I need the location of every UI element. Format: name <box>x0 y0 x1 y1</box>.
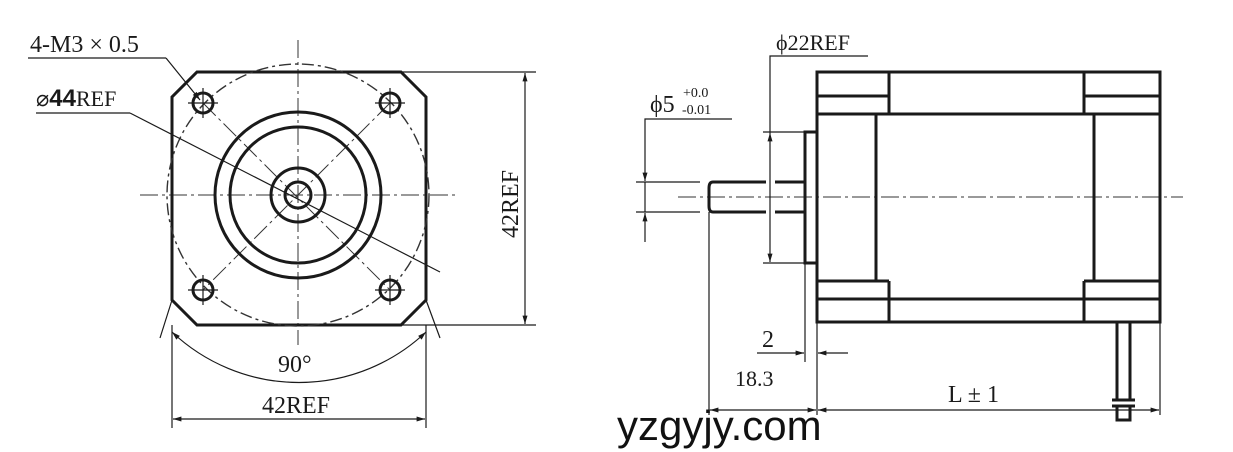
width-label: 42REF <box>262 393 330 419</box>
thread-leader <box>165 57 201 101</box>
diameter-symbol: ⌀ <box>36 86 49 111</box>
watermark: yzgyjy.com <box>617 402 822 449</box>
flange-outline <box>170 70 428 327</box>
flange-thickness-label: 2 <box>762 327 774 353</box>
shaft-circle <box>283 180 313 210</box>
angle-extension-line <box>159 299 173 339</box>
pilot-flange <box>803 130 819 265</box>
shaft-diameter-label: ϕ5 <box>650 92 675 118</box>
shaft <box>707 180 805 214</box>
body-length-label: L ± 1 <box>948 382 999 408</box>
pilot-diameter-label: ϕ22REF <box>776 30 850 55</box>
circle-diameter-label: ⌀44REF <box>36 85 116 112</box>
shaft-tolerance-upper: +0.0 <box>683 86 708 101</box>
lead-wire-pin <box>1112 322 1135 422</box>
height-label: 42REF <box>498 170 524 238</box>
shaft-leader <box>644 118 732 150</box>
front-view: 4-M3 × 0.5 ⌀44REF 90° 42REF 42REF <box>28 32 536 428</box>
shaft-tolerance-lower: -0.01 <box>682 103 711 118</box>
side-view: ϕ22REF ϕ5 +0.0 -0.01 2 18.3 L ± 1 <box>636 30 1183 422</box>
pilot-leader <box>769 55 868 133</box>
angle-label: 90° <box>278 352 312 378</box>
body-sections <box>817 72 1160 322</box>
reference-circle <box>166 63 430 327</box>
shaft-length-label: 18.3 <box>735 366 774 391</box>
diameter-value: 44 <box>49 85 76 112</box>
diameter-leader <box>129 112 441 273</box>
pilot-inner-circle <box>228 125 368 265</box>
thread-label: 4-M3 × 0.5 <box>30 32 139 58</box>
pilot-outer-circle <box>213 110 383 280</box>
mounting-holes <box>188 88 405 305</box>
angle-extension-line <box>425 299 441 339</box>
angle-dimension <box>171 331 427 383</box>
diameter-suffix: REF <box>76 86 116 111</box>
hole-crosshairs <box>188 88 405 305</box>
diagonal-centerline <box>202 102 391 291</box>
bearing-circle <box>269 166 327 224</box>
